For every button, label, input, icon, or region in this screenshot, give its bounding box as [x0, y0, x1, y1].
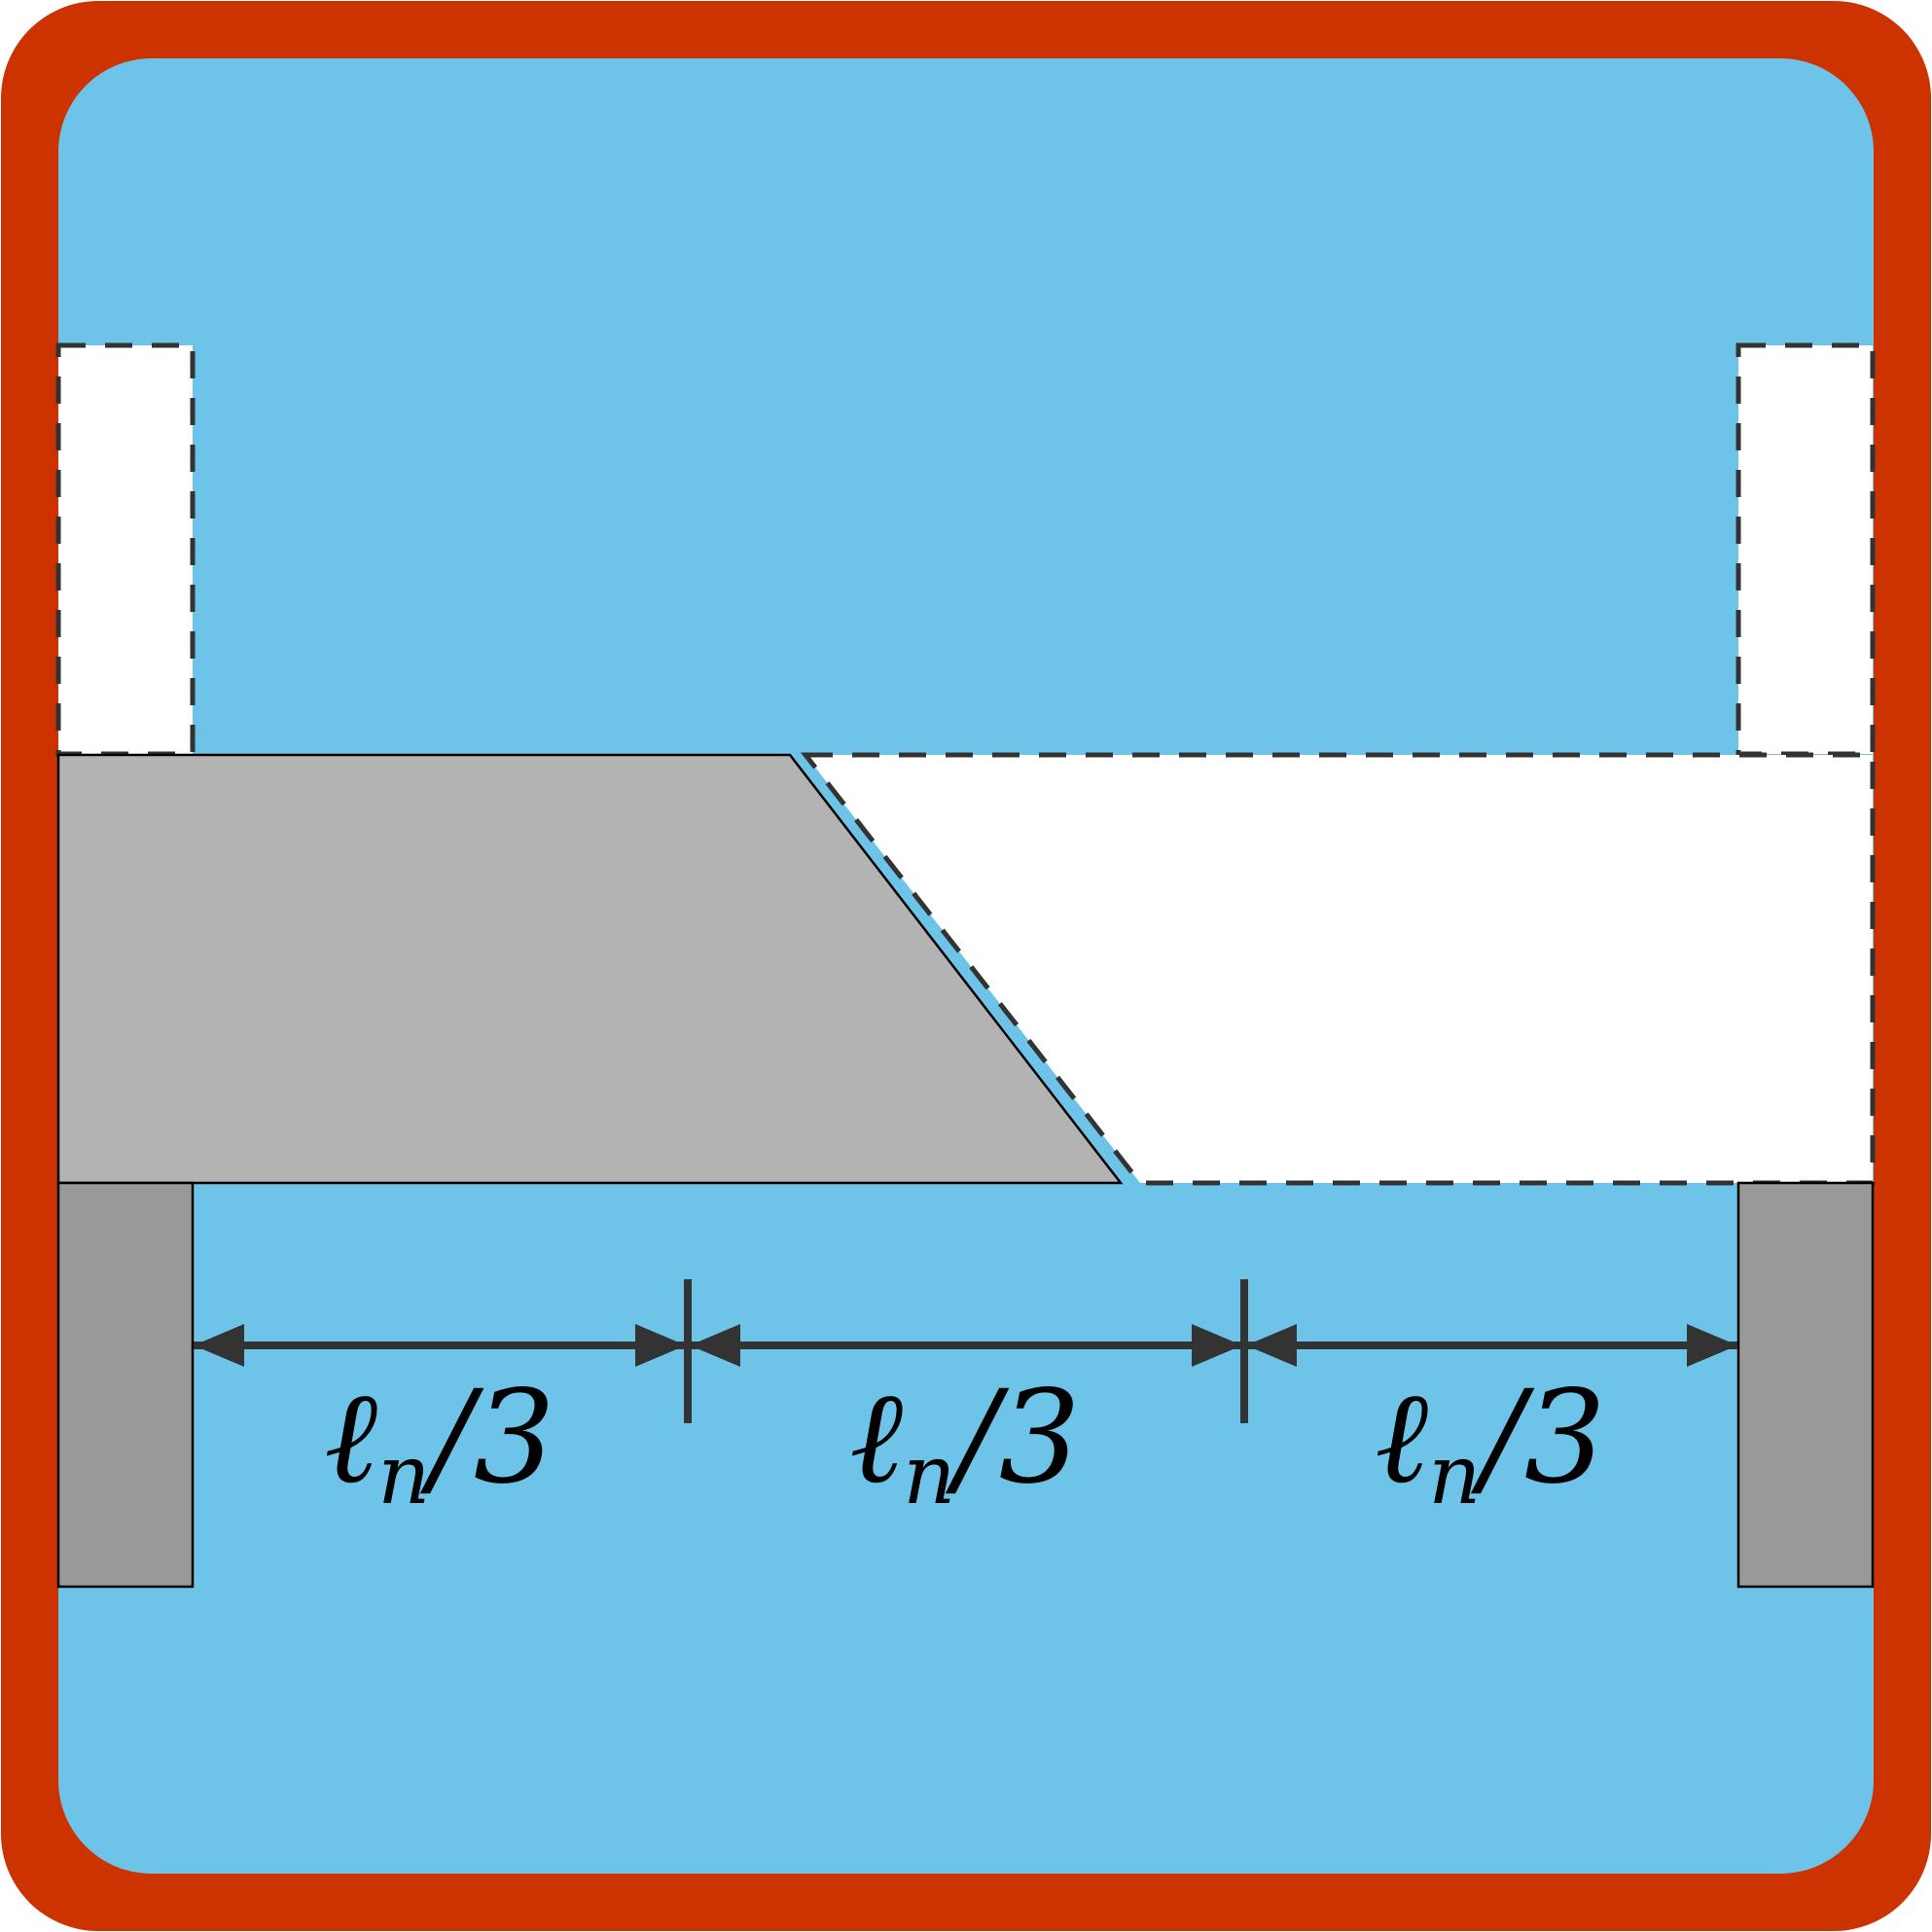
dimension-label-1: ℓn/3 [324, 1363, 555, 1522]
dimension-label-2: ℓn/3 [849, 1363, 1081, 1522]
beam [56, 753, 1124, 1185]
top-left-cutout [55, 342, 196, 757]
top-right-cutout [1735, 342, 1876, 757]
background-panel [58, 58, 1874, 1874]
right-support [1736, 1181, 1875, 1589]
left-support [56, 1181, 195, 1589]
dimension-label-3: ℓn/3 [1375, 1363, 1606, 1522]
